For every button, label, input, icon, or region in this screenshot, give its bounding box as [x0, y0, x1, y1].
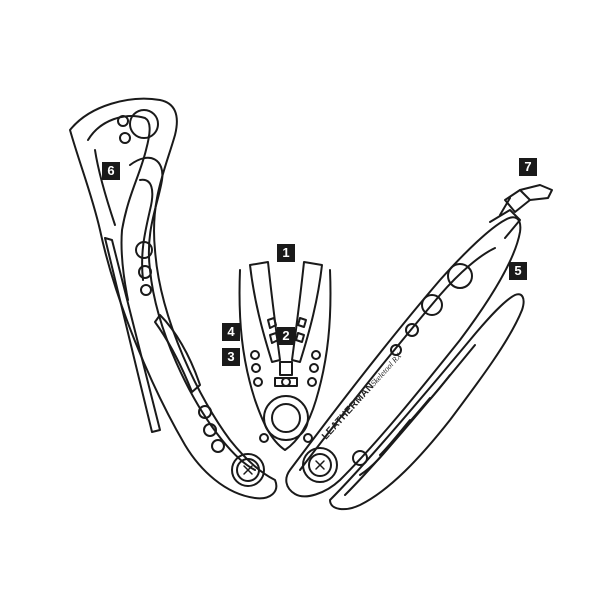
callout-7: 7	[519, 158, 537, 176]
engraving-model: Skeletool RX	[369, 350, 404, 387]
callout-6: 6	[102, 162, 120, 180]
engraving-brand: LEATHERMAN	[320, 381, 377, 442]
callout-4: 4	[222, 323, 240, 341]
left-handle	[69, 97, 278, 500]
callout-5: 5	[509, 262, 527, 280]
pliers-head	[238, 261, 332, 451]
callout-3: 3	[222, 348, 240, 366]
callout-1: 1	[277, 244, 295, 262]
callout-2: 2	[277, 327, 295, 345]
